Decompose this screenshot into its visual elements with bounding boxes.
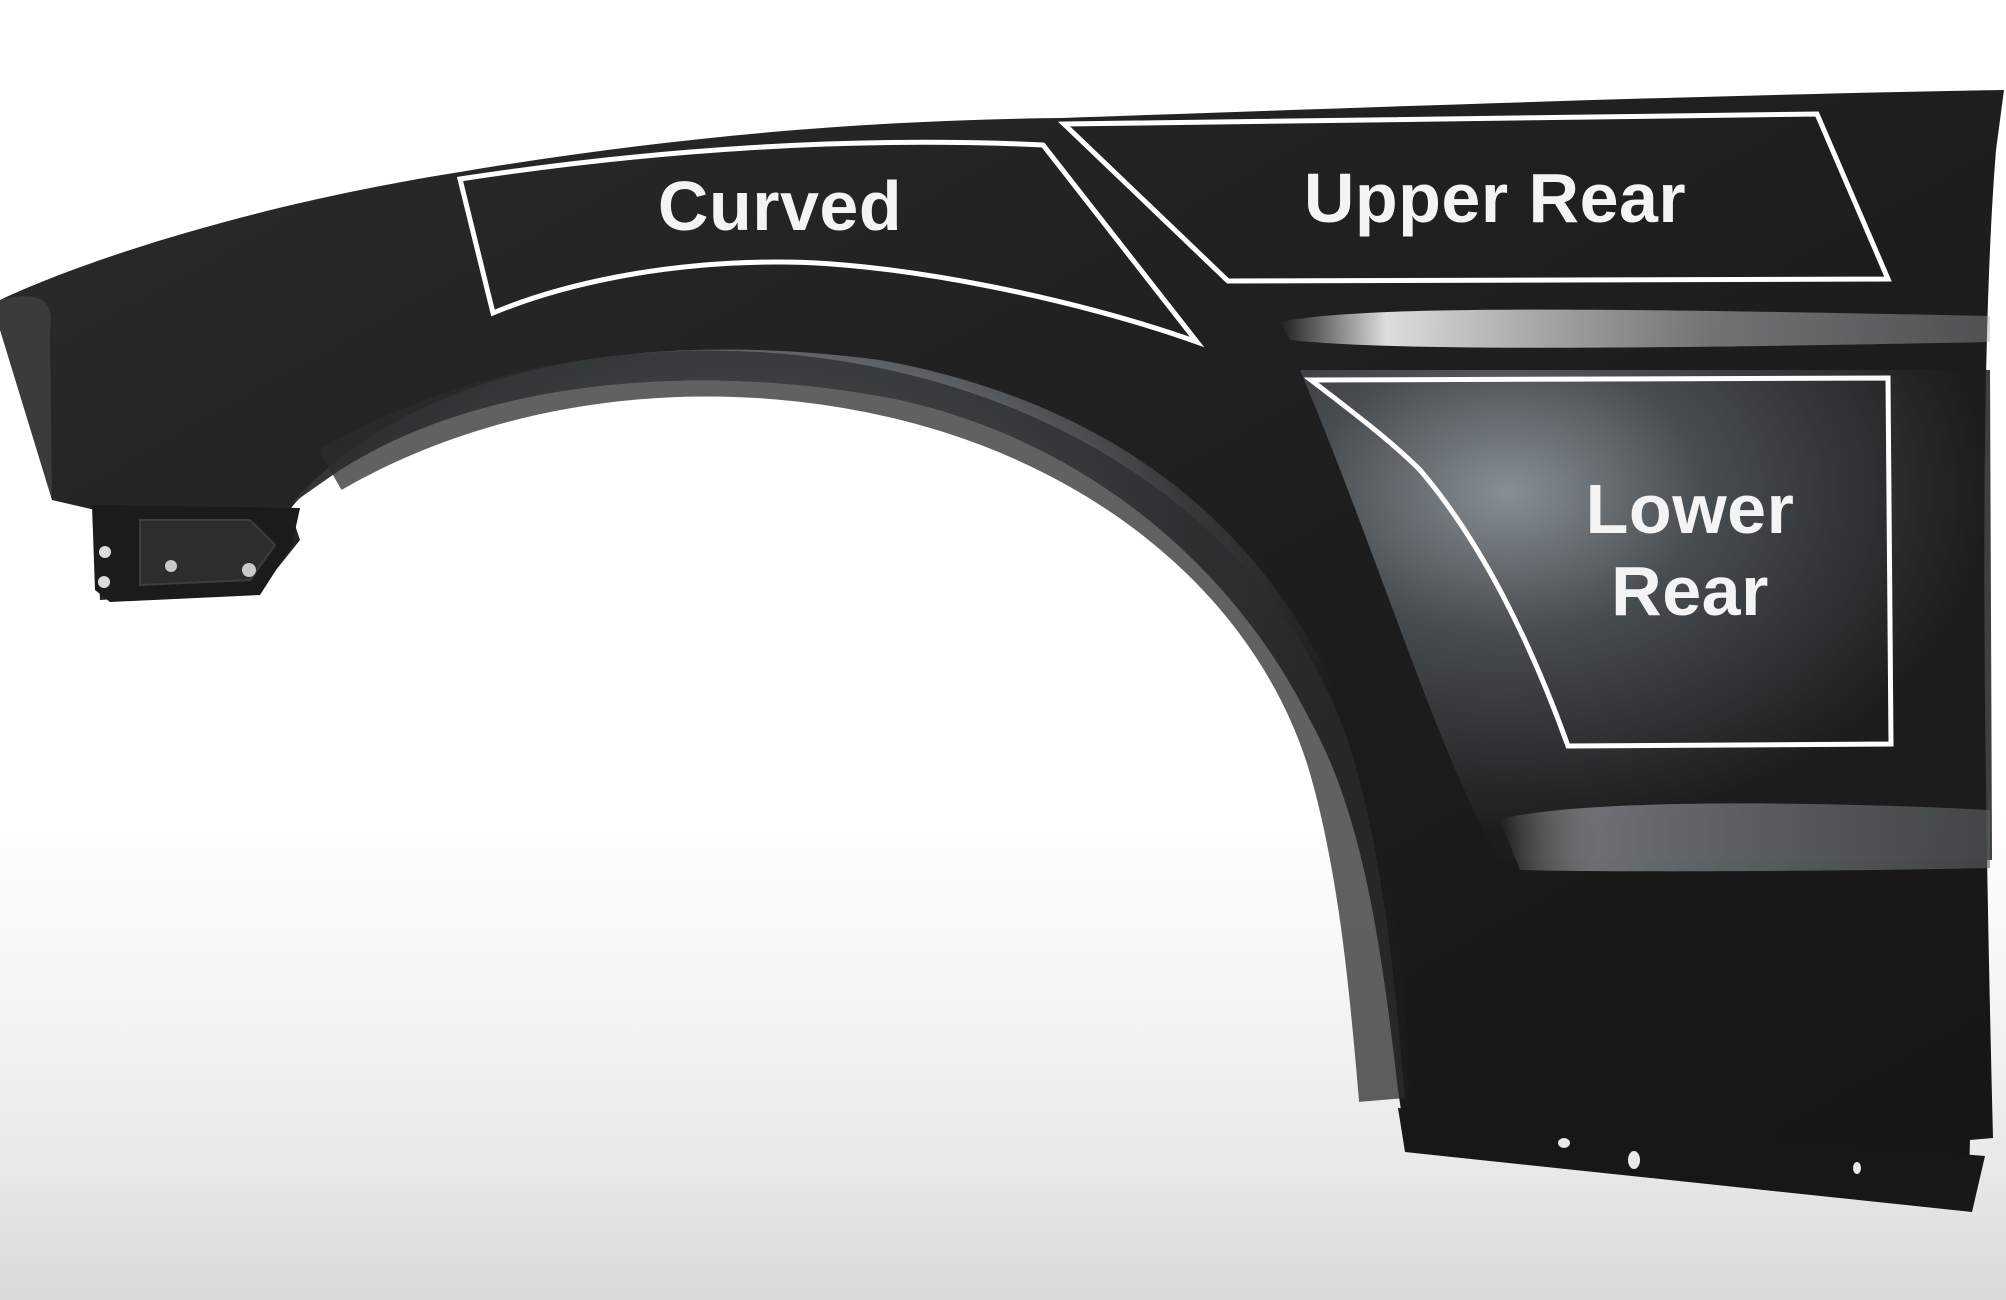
bottom-flange <box>1398 1108 1985 1212</box>
bottom-hole-2 <box>1628 1151 1640 1169</box>
zone-label-lower-rear-line1: Lower <box>1585 470 1795 548</box>
bracket-hole-3 <box>165 560 177 572</box>
zone-label-lower-rear: Lower Rear <box>1560 468 1820 632</box>
zone-outline-lower-rear <box>1303 375 1894 749</box>
bottom-hole-3 <box>1853 1162 1861 1174</box>
zone-outline-upper-rear <box>1057 111 1892 284</box>
bracket-hole-2 <box>98 576 110 588</box>
lower-rear-shine <box>1300 370 1992 860</box>
wheel-arch-edge <box>318 350 1405 1102</box>
zone-label-upper-rear: Upper Rear <box>1303 159 1687 237</box>
lower-crease <box>1500 803 1990 872</box>
bracket-hole-1 <box>99 546 111 558</box>
body-crease-highlight <box>1280 309 1990 348</box>
fender-nose <box>0 296 52 500</box>
zone-label-lower-rear-line2: Rear <box>1611 552 1769 630</box>
zone-outline-curved <box>456 139 1205 348</box>
zone-label-curved: Curved <box>657 167 903 245</box>
bottom-hole-1 <box>1558 1138 1570 1148</box>
bracket-hole-4 <box>242 563 256 577</box>
